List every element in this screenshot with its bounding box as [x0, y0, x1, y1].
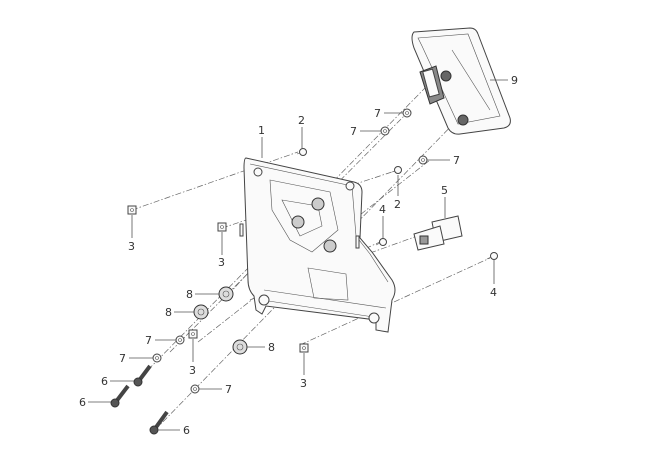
callout-5: 5	[441, 184, 448, 197]
part-6-bolt-c	[149, 410, 169, 435]
callout-6-a: 6	[101, 375, 108, 388]
callout-7-a: 7	[374, 107, 381, 120]
part-1-bracket	[239, 157, 396, 333]
callout-8-c: 8	[268, 341, 275, 354]
callout-4-right: 4	[490, 286, 497, 299]
callout-6-c: 6	[183, 424, 190, 437]
part-3-clip-c	[188, 329, 198, 339]
callout-8-b: 8	[165, 306, 172, 319]
part-2-screw-right	[391, 166, 402, 174]
part-5-connector	[413, 215, 463, 251]
callout-7-d: 7	[145, 334, 152, 347]
part-7-washer-b	[380, 126, 390, 136]
part-3-clip-d	[299, 343, 309, 353]
callout-labels: 1 2 2 3 3 3 3 4 4 5 6 6 6 7 7 7 7 7 7 8 …	[79, 74, 518, 437]
part-6-bolt-b	[110, 384, 130, 408]
part-4-screw-b	[486, 252, 498, 260]
part-2-screw-upper	[296, 148, 307, 156]
callout-3-mid: 3	[218, 256, 225, 269]
callout-2-right: 2	[394, 198, 401, 211]
callout-4-upper: 4	[379, 203, 386, 216]
callout-7-c: 7	[453, 154, 460, 167]
part-8-grommet-a	[218, 286, 234, 302]
callout-7-b: 7	[350, 125, 357, 138]
callout-3-left: 3	[128, 240, 135, 253]
part-7-washer-c	[418, 155, 428, 165]
part-3-clip-a	[127, 205, 137, 215]
part-4-screw-a	[375, 238, 387, 246]
callout-7-f: 7	[225, 383, 232, 396]
callout-6-b: 6	[79, 396, 86, 409]
callout-3-lower: 3	[189, 364, 196, 377]
part-7-washer-f	[190, 384, 200, 394]
callout-1: 1	[258, 124, 265, 137]
part-8-grommet-b	[193, 304, 209, 320]
callout-8-a: 8	[186, 288, 193, 301]
callout-2-upper: 2	[298, 114, 305, 127]
leader-lines	[88, 79, 508, 431]
part-7-washer-a	[402, 108, 412, 118]
callout-3-bottom: 3	[300, 377, 307, 390]
part-9-display-unit	[411, 27, 511, 135]
part-7-washer-d	[175, 335, 185, 345]
callout-9: 9	[511, 74, 518, 87]
callout-7-e: 7	[119, 352, 126, 365]
part-8-grommet-c	[232, 339, 248, 355]
part-7-washer-e	[152, 353, 162, 363]
part-6-bolt-a	[133, 364, 152, 387]
part-3-clip-b	[217, 222, 227, 232]
